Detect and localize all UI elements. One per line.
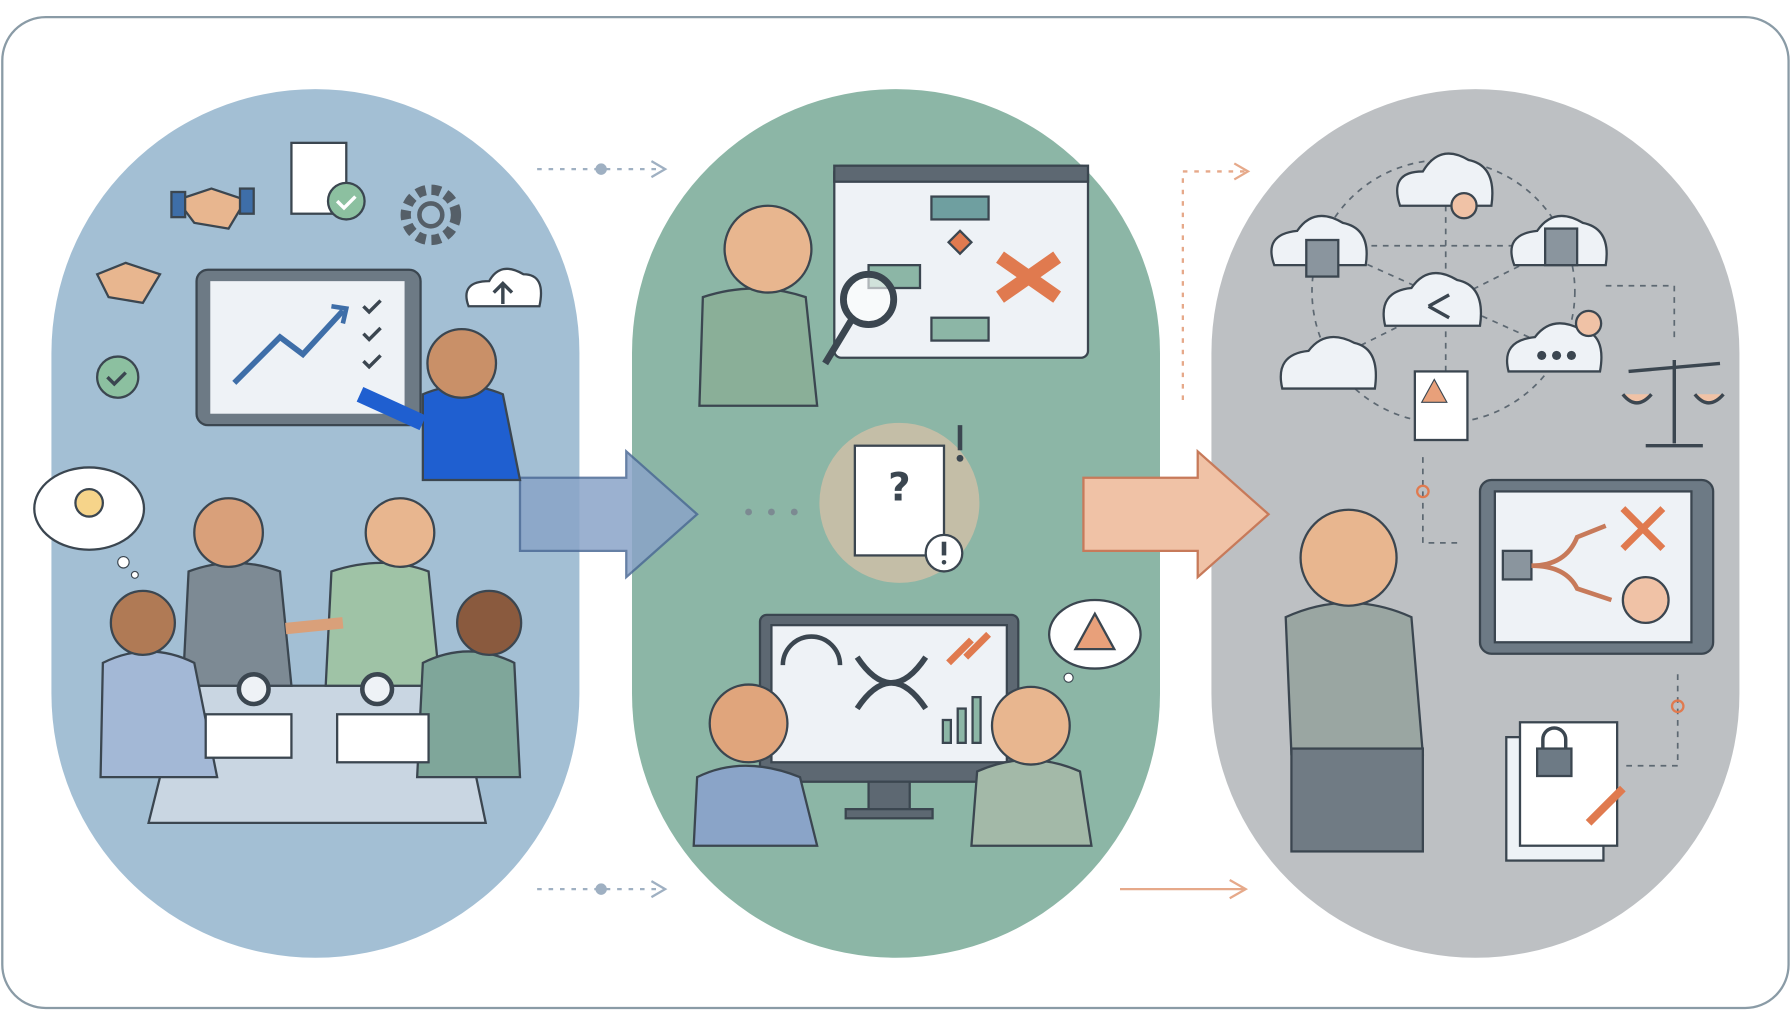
growth-chart-icon (195, 268, 422, 427)
dots (745, 508, 798, 516)
gauge-icon (780, 634, 843, 666)
arrow-to-problem-icon (518, 448, 699, 580)
magnifier-icon (822, 270, 898, 366)
question-document-icon: ? (819, 422, 980, 583)
cloud-network-icon (1270, 152, 1608, 424)
svg-text:?: ? (888, 466, 911, 511)
scales-icon (1621, 360, 1725, 448)
broken-link-icon (946, 631, 991, 666)
dotted-connectors (537, 160, 1251, 900)
presenter-person (356, 327, 522, 482)
database-icon (1305, 227, 1579, 278)
analysis-monitor (758, 613, 1020, 820)
decision-branch-icon (1478, 478, 1715, 655)
lightbulb-icon (33, 466, 146, 579)
gear-icon (400, 184, 462, 246)
check-circle-icon (96, 355, 140, 399)
arrow-to-resolution-icon (1082, 448, 1271, 580)
locked-document-icon (1505, 721, 1626, 862)
warning-document-icon (1413, 370, 1469, 442)
handshake-icon (95, 187, 255, 305)
analysts (692, 683, 1093, 847)
flowchart-icon (833, 164, 1090, 359)
thinking-person (698, 204, 819, 407)
cloud-upload-icon (465, 267, 543, 308)
document-check-icon (290, 141, 366, 221)
meeting-scene (99, 497, 523, 824)
warning-icon (1048, 598, 1142, 683)
thinking-person-right (1284, 508, 1425, 853)
